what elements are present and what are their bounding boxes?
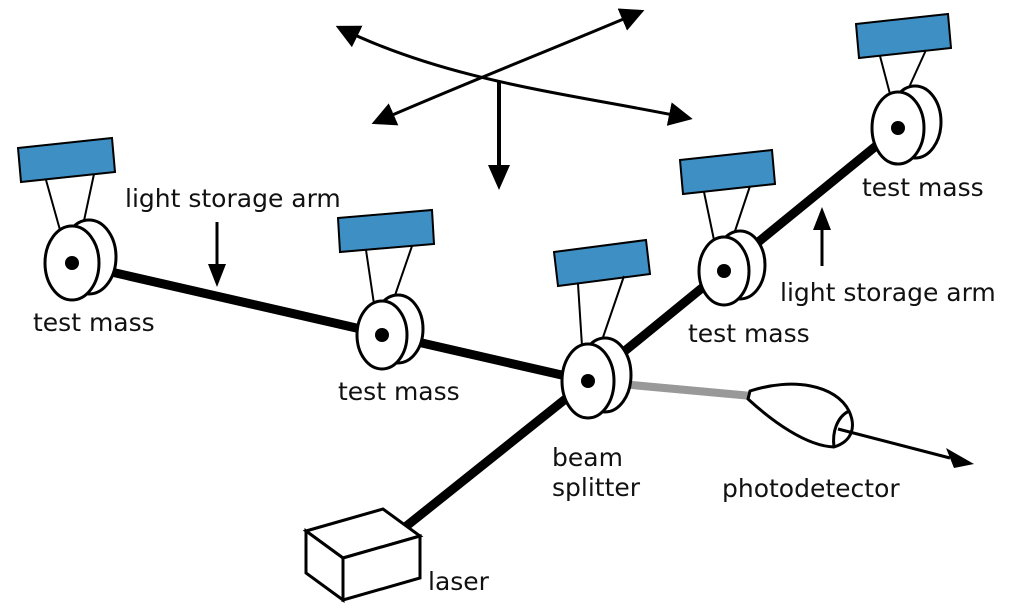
- wave-down-arrow-head: [488, 165, 510, 190]
- left-arm-pointer-head: [208, 264, 226, 287]
- suspension-wire: [879, 55, 891, 95]
- laser-input-beam: [399, 376, 593, 533]
- suspension-wire: [577, 283, 583, 347]
- label-laser: laser: [428, 567, 490, 596]
- suspension-plate: [336, 208, 436, 254]
- right-arm-pointer-head: [813, 207, 831, 230]
- annotation-arrows: [208, 207, 831, 287]
- test-mass-left: [16, 136, 118, 302]
- beam-splitter: [552, 238, 652, 420]
- suspension-wire: [45, 179, 61, 231]
- test-mass-mid: [336, 208, 436, 371]
- suspension-wire: [365, 249, 375, 305]
- suspension-wire: [599, 275, 625, 347]
- suspension-plate: [678, 148, 777, 196]
- beam-spot: [891, 121, 905, 135]
- test-mass-upper: [678, 148, 777, 307]
- label-test-mass-mid: test mass: [338, 377, 460, 406]
- beam-spot: [375, 328, 389, 342]
- suspension-plate: [552, 238, 652, 288]
- output-arrow-head: [946, 448, 974, 468]
- photodetector: [746, 382, 974, 468]
- beam-spot: [717, 264, 731, 278]
- wave-curve-nw-se: [335, 25, 693, 126]
- label-light-storage-arm-right: light storage arm: [780, 278, 996, 307]
- suspension-wire: [703, 191, 715, 241]
- label-test-mass-left: test mass: [33, 308, 155, 337]
- suspension-plate: [16, 136, 117, 184]
- labels: light storage arm light storage arm test…: [33, 173, 996, 596]
- photodetector-horn: [746, 382, 854, 449]
- label-test-mass-right: test mass: [862, 173, 984, 202]
- test-mass-right: [854, 12, 953, 166]
- beam-spot: [581, 374, 595, 388]
- label-beam-splitter-line2: splitter: [552, 473, 641, 502]
- suspension-plate: [854, 12, 953, 60]
- beam-spot: [65, 256, 79, 270]
- wave-curve-sw-ne: [371, 8, 645, 126]
- output-arrow-shaft: [837, 427, 951, 460]
- photodetector-mouth: [832, 409, 850, 448]
- laser: [302, 507, 424, 603]
- label-light-storage-arm-left: light storage arm: [125, 184, 341, 213]
- gravitational-wave-symbol: [335, 8, 693, 190]
- label-beam-splitter-line1: beam: [552, 443, 623, 472]
- label-photodetector: photodetector: [722, 474, 900, 503]
- label-test-mass-upper: test mass: [688, 319, 810, 348]
- laser-box-side: [341, 534, 422, 602]
- storage-arm-beam-left: [67, 258, 593, 386]
